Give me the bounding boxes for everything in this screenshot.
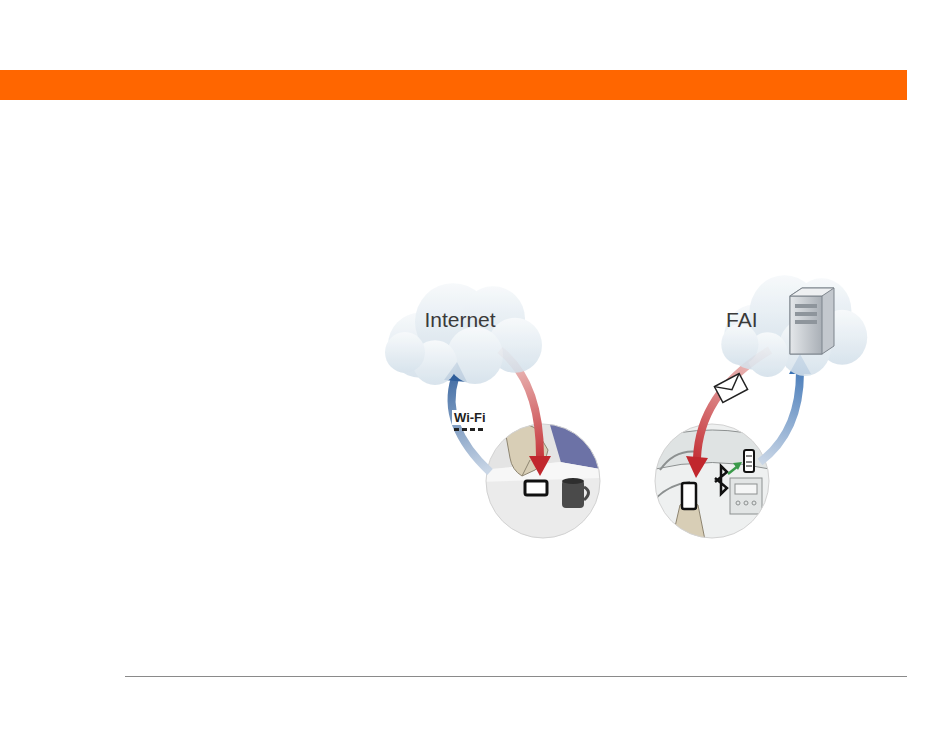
cloud-label: Internet	[424, 308, 495, 332]
wifi-dashes	[454, 428, 483, 431]
cloud-label: FAI	[726, 308, 758, 332]
link-label: Wi-Fi	[452, 410, 488, 425]
envelope-icon	[714, 373, 747, 402]
server-icon	[790, 288, 834, 354]
cafe-scene	[482, 418, 605, 548]
footer-rule	[125, 676, 907, 677]
header-bar	[0, 70, 907, 100]
car-scene	[650, 424, 775, 540]
uplink-arrow	[452, 378, 490, 472]
cloud: FAI	[712, 268, 870, 380]
cloud-shape	[375, 276, 545, 388]
cloud: Internet	[375, 276, 545, 388]
uplink-arrow	[760, 372, 800, 462]
